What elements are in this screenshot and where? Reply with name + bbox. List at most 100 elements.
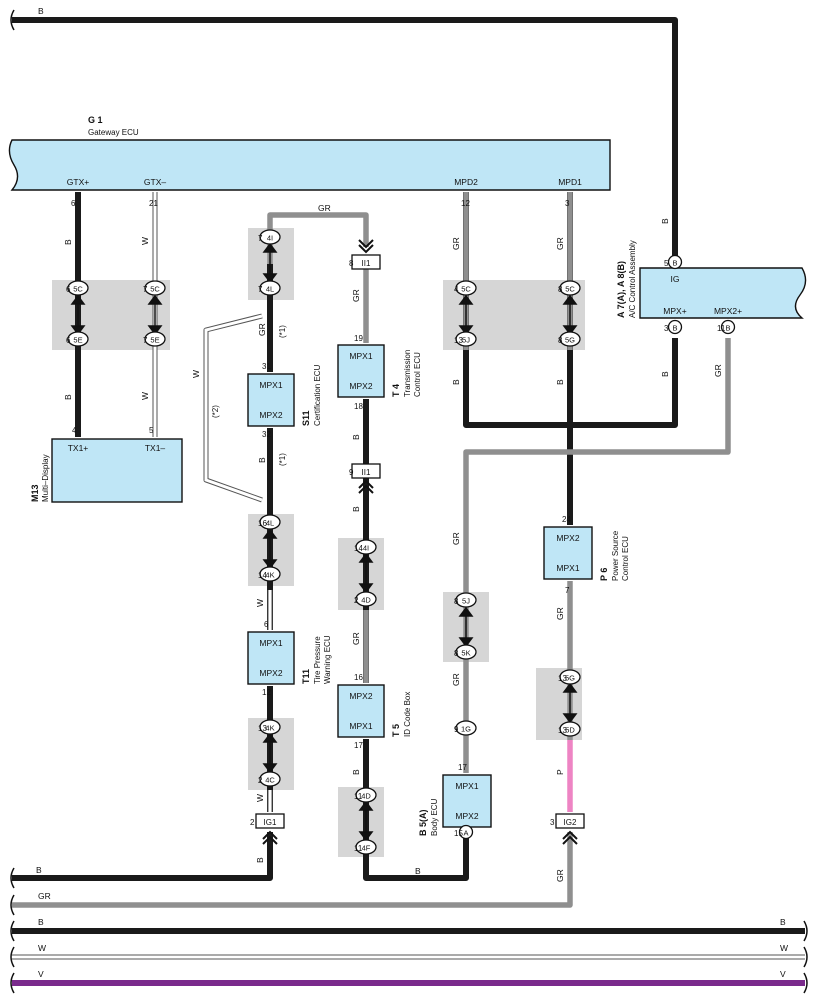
diagram-label: GR xyxy=(351,289,361,302)
t5-pin-mpx2: MPX2 xyxy=(349,691,372,701)
diagram-label: 7 xyxy=(143,285,148,294)
connector-5c-m13b: 5C xyxy=(144,280,166,296)
diagram-label: 18 xyxy=(354,402,363,411)
t5-pin-mpx1: MPX1 xyxy=(349,721,372,731)
diagram-label: 8 xyxy=(454,649,459,658)
diagram-label: GR xyxy=(555,237,565,250)
connector-ovals: 5C 5C 5E 5E 4I 4L 5C 5C 5J 5G 4L 4K 4I 4… xyxy=(67,229,736,855)
junction-ig1 xyxy=(255,813,285,829)
diagram-label: 4I xyxy=(363,544,369,553)
id-code-box xyxy=(337,684,385,738)
diagram-label: B xyxy=(780,917,786,927)
diagram-label: 3 xyxy=(664,324,669,333)
diagram-label: GR xyxy=(451,237,461,250)
diagram-label: 7 xyxy=(565,586,570,595)
connector-1g: 1G xyxy=(455,720,477,736)
diagram-label: B xyxy=(415,866,421,876)
diagram-label: 5 xyxy=(664,259,669,268)
t4-pin-mpx1: MPX1 xyxy=(349,351,372,361)
pin-label-ig: IG xyxy=(671,274,680,284)
multi-display-id: M13 xyxy=(30,484,40,502)
diagram-label: B xyxy=(660,218,670,224)
diagram-label: (*1) xyxy=(278,453,287,466)
connector-4i-top: 4I xyxy=(259,229,281,245)
diagram-label: W xyxy=(38,943,46,953)
power-source-ecu-box xyxy=(543,526,593,580)
diagram-label: 12 xyxy=(262,688,271,697)
diagram-label: 4C xyxy=(265,776,275,785)
diagram-label: 2 xyxy=(250,818,255,827)
connector-4d-mid: 4D xyxy=(355,591,377,607)
diagram-label: 5K xyxy=(461,649,470,658)
diagram-label: B xyxy=(451,379,461,385)
connector-arrows xyxy=(70,242,578,842)
connector-4l-top: 4L xyxy=(259,280,281,296)
diagram-label: B xyxy=(351,506,361,512)
pin-label-tx1-plus: TX1+ xyxy=(68,443,89,453)
wave-marks xyxy=(10,9,808,994)
diagram-label: 16 xyxy=(354,673,363,682)
diagram-label: W xyxy=(140,237,150,245)
connector-5k-mid: 5K xyxy=(455,644,477,660)
diagram-label: GR xyxy=(451,673,461,686)
diagram-label: 5C xyxy=(461,285,471,294)
connector-b-mpx: B xyxy=(667,319,683,335)
diagram-label: W xyxy=(255,794,265,802)
tire-pressure-ecu-id: T11 xyxy=(301,669,311,684)
diagram-label: 6 xyxy=(264,620,269,629)
pin-label-gtx-minus: GTX– xyxy=(144,177,166,187)
diagram-label: GR xyxy=(257,323,267,336)
connector-a-body: A xyxy=(458,824,474,840)
diagram-label: 11 xyxy=(354,844,363,853)
connector-5c-mpd2: 5C xyxy=(455,280,477,296)
gateway-ecu-id: G 1 xyxy=(88,115,103,125)
connector-5e-a: 5E xyxy=(67,331,89,347)
diagram-label: GR xyxy=(713,364,723,377)
ac-control-id: A 7(A), A 8(B) xyxy=(616,261,626,318)
multi-display-box xyxy=(51,438,183,503)
connector-5c-mpd1: 5C xyxy=(559,280,581,296)
wire-ig2-gr xyxy=(12,832,573,908)
pin-label-mpd1: MPD1 xyxy=(558,177,582,187)
junction-boxes: II1 II1 IG1 IG2 xyxy=(255,254,585,829)
diagram-label: 17 xyxy=(354,741,363,750)
body-ecu-name: Body ECU xyxy=(430,798,439,836)
wire-bypass-w-core xyxy=(204,314,263,502)
diagram-label: 9 xyxy=(349,468,354,477)
transmission-ecu-name-1: Transmission xyxy=(403,350,412,397)
diagram-label: 4D xyxy=(361,792,371,801)
s11-pin-mpx1: MPX1 xyxy=(259,380,282,390)
junction-ig2-label: IG2 xyxy=(564,818,577,827)
diagram-label: 4L xyxy=(266,519,274,528)
wires xyxy=(12,17,805,986)
diagram-label: 5E xyxy=(150,336,159,345)
notes: (*1) (*1) (*2) xyxy=(211,325,287,466)
junction-ii1-top xyxy=(351,254,381,270)
diagram-label: 14 xyxy=(258,571,267,580)
connector-b-mpx2: B xyxy=(720,319,736,335)
t11-pin-mpx1: MPX1 xyxy=(259,638,282,648)
ecu-labels: G 1 Gateway ECU GTX+ GTX– MPD2 MPD1 A 7(… xyxy=(30,115,742,836)
diagram-label: 32 xyxy=(262,430,271,439)
diagram-label: GR xyxy=(38,891,51,901)
diagram-label: GR xyxy=(318,203,331,213)
junction-ii1-bottom-label: II1 xyxy=(362,468,371,477)
gateway-ecu-name: Gateway ECU xyxy=(88,128,139,137)
connector-4k-mid: 4K xyxy=(259,566,281,582)
diagram-label: GR xyxy=(555,869,565,882)
diagram-label: 8 xyxy=(454,597,459,606)
diagram-label: 24 xyxy=(562,515,571,524)
diagram-label: 4F xyxy=(362,844,371,853)
id-code-box-id: T 5 xyxy=(391,724,401,737)
body-ecu-box xyxy=(442,774,492,828)
diagram-label: GR xyxy=(451,532,461,545)
b5-pin-mpx2: MPX2 xyxy=(455,811,478,821)
wire-color-labels: B B B W B W GR GR GR GR B B B GR GR B W … xyxy=(36,6,788,979)
diagram-label: 4L xyxy=(266,285,274,294)
diagram-label: 4D xyxy=(361,596,371,605)
diagram-label: B xyxy=(351,434,361,440)
diagram-label: B xyxy=(36,865,42,875)
b5-pin-mpx1: MPX1 xyxy=(455,781,478,791)
diagram-label: B xyxy=(38,917,44,927)
diagram-label: 8 xyxy=(558,336,563,345)
